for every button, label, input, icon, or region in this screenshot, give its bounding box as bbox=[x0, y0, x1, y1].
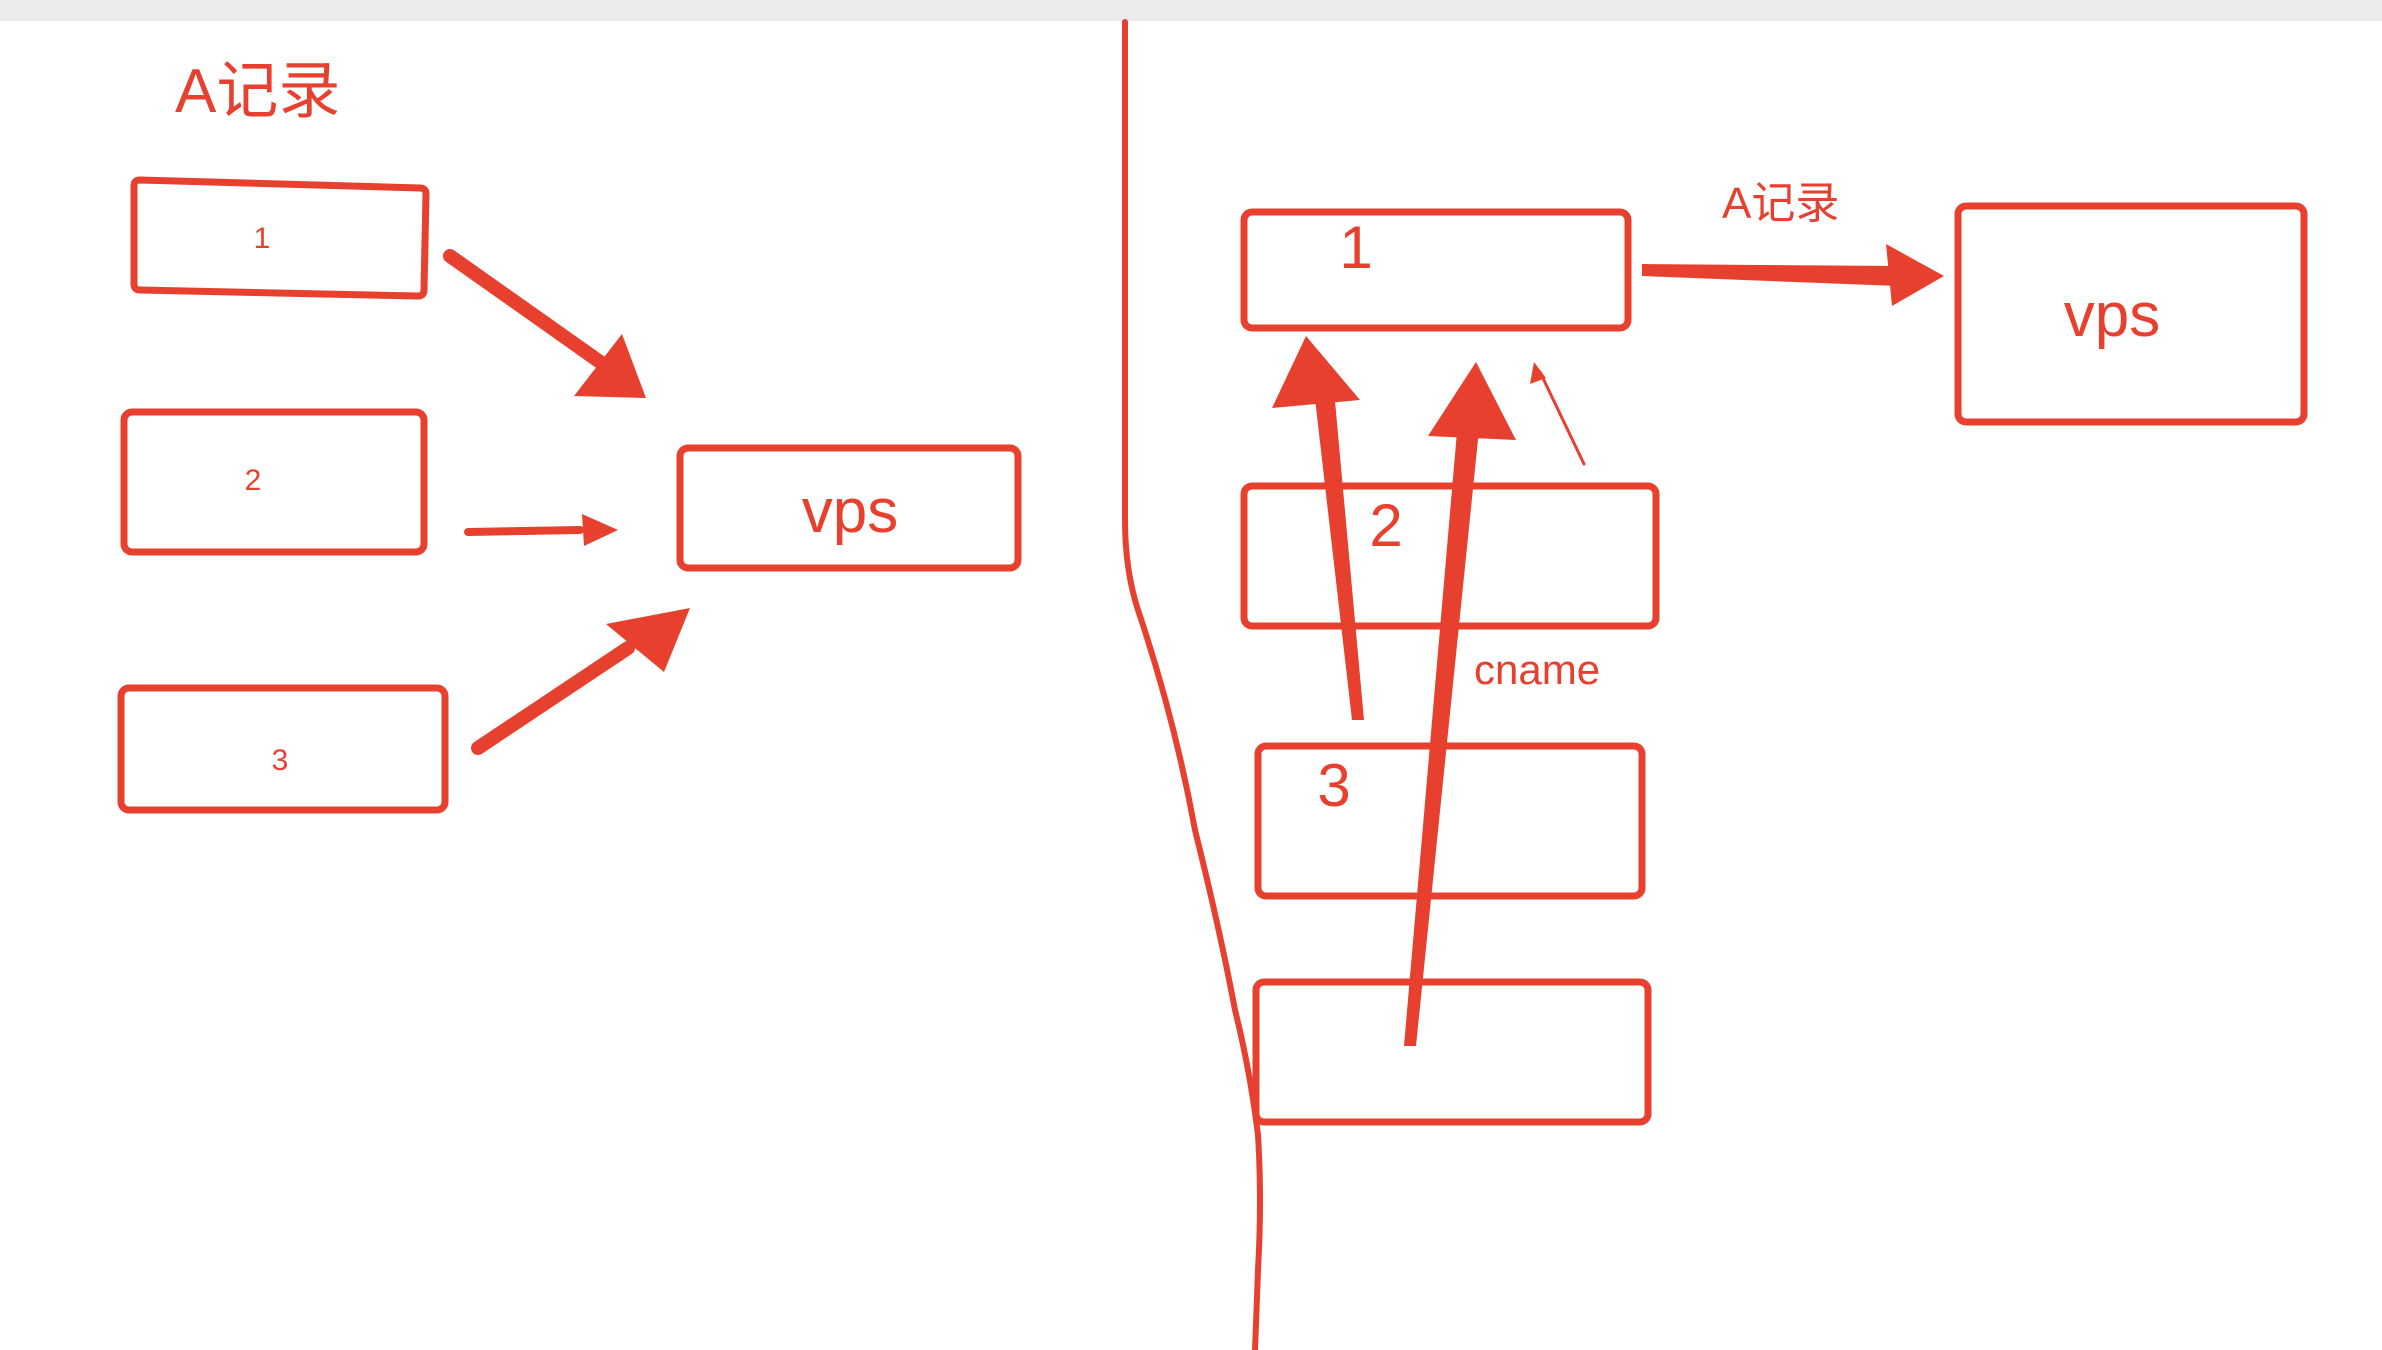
right-node-label-3: 3 bbox=[1317, 752, 1350, 819]
left-title: A记录 bbox=[175, 57, 340, 126]
left-arrow-3 bbox=[471, 608, 690, 755]
left-target-vps-box: vps bbox=[676, 444, 1022, 572]
right-node-1: 1 bbox=[1240, 208, 1632, 332]
left-source-box-3: 3 bbox=[117, 684, 449, 814]
right-thin-arrow bbox=[1530, 362, 1586, 466]
right-node-4 bbox=[1252, 978, 1652, 1126]
right-target-vps-label: vps bbox=[2064, 281, 2160, 350]
left-source-label-2: 2 bbox=[245, 464, 262, 497]
right-target-vps-box: vps bbox=[1954, 202, 2308, 426]
left-target-vps-label: vps bbox=[802, 477, 898, 546]
right-arrow-node3-to-node1 bbox=[1272, 336, 1364, 720]
left-source-label-3: 3 bbox=[272, 744, 289, 777]
right-cname-label: cname bbox=[1474, 646, 1600, 693]
left-source-box-2: 2 bbox=[120, 408, 428, 556]
right-a-record-label: A记录 bbox=[1722, 179, 1839, 228]
right-node-3: 3 bbox=[1254, 742, 1646, 900]
right-node-label-1: 1 bbox=[1339, 214, 1372, 281]
right-arrow-node4-to-node1 bbox=[1404, 362, 1516, 1046]
left-source-box-1: 1 bbox=[130, 176, 430, 300]
left-arrow-2 bbox=[464, 514, 618, 546]
divider-line bbox=[1122, 19, 1263, 1350]
top-bar bbox=[0, 0, 2382, 21]
left-arrow-1 bbox=[443, 249, 646, 398]
right-a-record-arrow bbox=[1642, 244, 1944, 306]
right-node-label-2: 2 bbox=[1369, 492, 1402, 559]
left-source-label-1: 1 bbox=[254, 222, 271, 255]
